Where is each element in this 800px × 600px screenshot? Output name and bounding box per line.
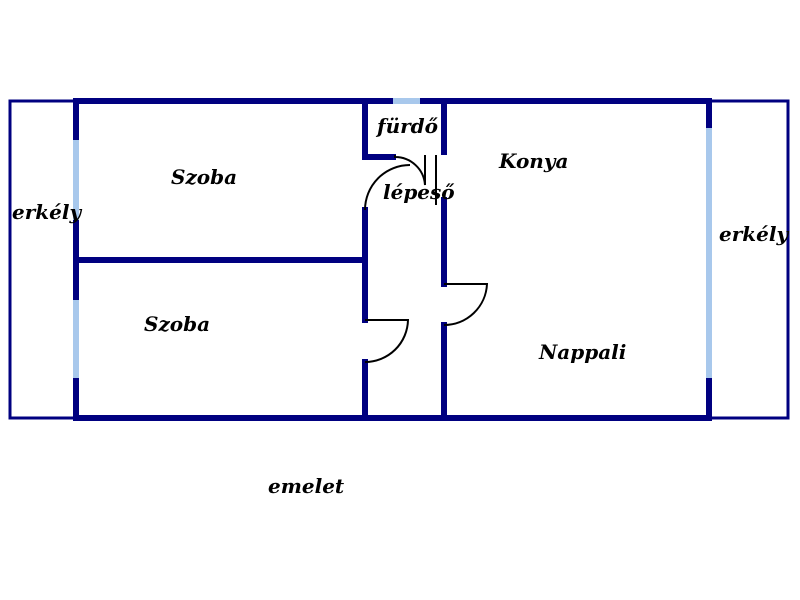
door-bathroom	[394, 155, 426, 186]
label-room-top: Szoba	[171, 165, 237, 189]
label-floor: emelet	[268, 474, 345, 498]
door-living-room	[443, 283, 489, 327]
label-balcony-left: erkély	[12, 200, 82, 224]
balconies	[8, 99, 790, 420]
label-room-bottom: Szoba	[144, 312, 210, 336]
left-balcony-outline	[8, 99, 76, 420]
room-labels: erkély Szoba Szoba fürdő lépeső Konya Na…	[12, 114, 789, 498]
right-balcony-outline	[709, 99, 790, 420]
door-top-room	[364, 164, 411, 211]
door-bottom-room	[364, 319, 410, 363]
label-living-room: Nappali	[538, 340, 626, 364]
walls	[73, 98, 712, 421]
label-stairs: lépeső	[383, 180, 455, 204]
windows	[73, 98, 712, 378]
label-bathroom: fürdő	[375, 114, 439, 138]
label-kitchen: Konya	[498, 149, 568, 173]
doors	[364, 155, 489, 363]
label-balcony-right: erkély	[719, 222, 789, 246]
